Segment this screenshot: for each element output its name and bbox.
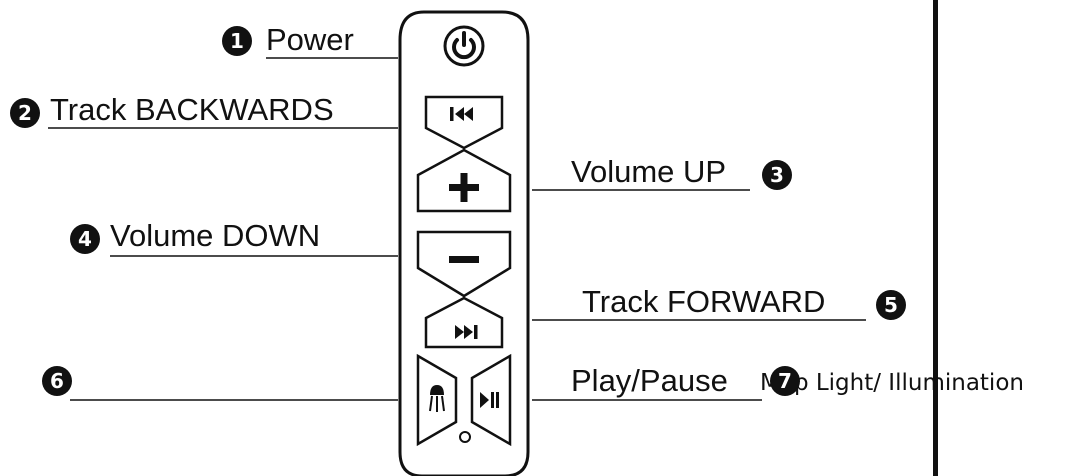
minus-icon (449, 256, 479, 263)
label-power: Power (266, 22, 354, 57)
play-pause-icon (480, 392, 499, 408)
badge-5: 5 (876, 290, 906, 320)
badge-3: 3 (762, 160, 792, 190)
badge-4: 4 (70, 224, 100, 254)
power-button[interactable] (443, 25, 485, 67)
map-light-icon (429, 385, 445, 412)
label-play-pause: Play/Pause (571, 363, 728, 398)
label-volume-down: Volume DOWN (110, 218, 321, 253)
map-light-button[interactable] (416, 353, 458, 447)
badge-1: 1 (222, 26, 252, 56)
skip-next-icon (455, 325, 478, 339)
label-track-backwards: Track BACKWARDS (50, 92, 334, 127)
indicator-light-icon (459, 431, 471, 443)
play-pause-button[interactable] (470, 353, 512, 447)
track-forward-button[interactable] (424, 296, 504, 349)
badge-2: 2 (10, 98, 40, 128)
plus-icon (449, 173, 479, 202)
track-backwards-button[interactable] (424, 95, 504, 150)
volume-down-button[interactable] (416, 230, 512, 298)
volume-up-button[interactable] (416, 148, 512, 213)
badge-7: 7 (770, 366, 800, 396)
power-icon (452, 31, 476, 60)
label-track-forward: Track FORWARD (582, 284, 826, 319)
badge-6: 6 (42, 366, 72, 396)
label-volume-up: Volume UP (571, 154, 727, 189)
divider-line (933, 0, 938, 476)
skip-previous-icon (450, 107, 473, 121)
label-map-light: Map Light/ Illumination (760, 370, 1024, 396)
